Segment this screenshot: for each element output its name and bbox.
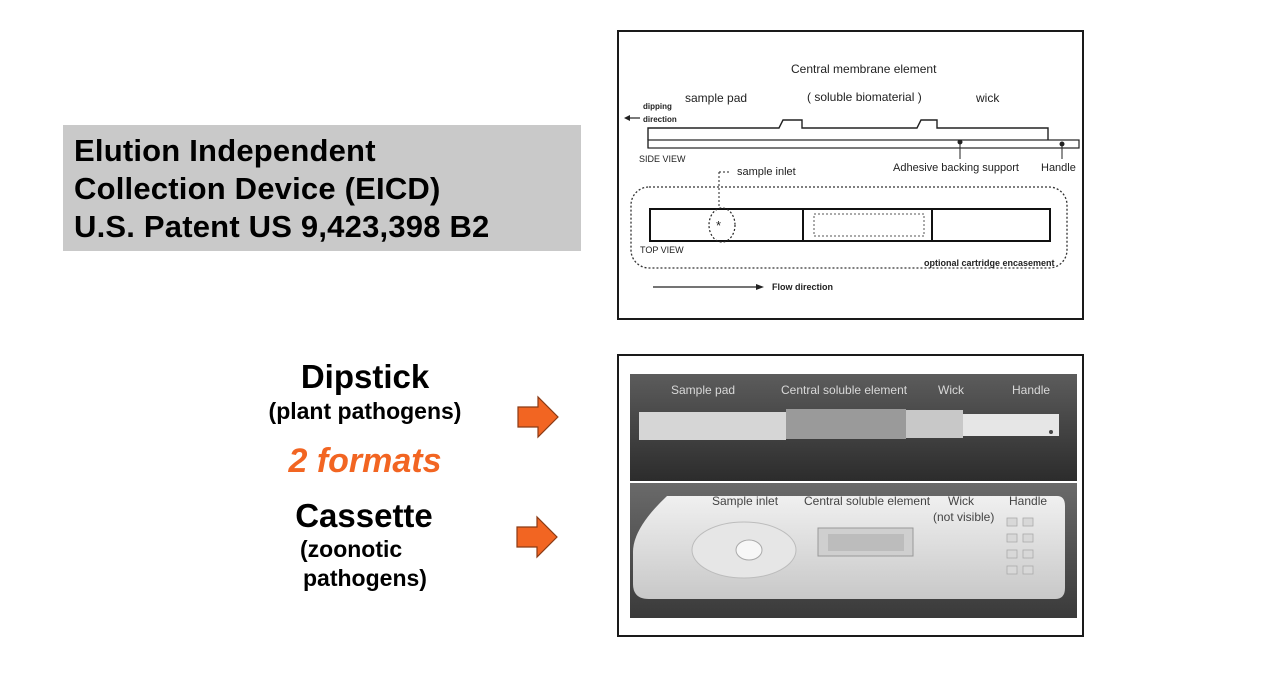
cassette-subtitle-2: pathogens)	[303, 565, 427, 591]
dipstick-title: Dipstick	[300, 358, 430, 395]
dip-sample-pad-label: Sample pad	[671, 383, 736, 397]
dipping-label-1: dipping	[643, 102, 672, 111]
cas-wick-label: Wick	[948, 494, 974, 508]
cartridge-label: optional cartridge encasement	[924, 258, 1055, 268]
cas-handle-label: Handle	[1009, 494, 1048, 508]
cas-central-label: Central soluble element	[804, 494, 931, 508]
sample-pad-label: sample pad	[685, 91, 747, 105]
dip-central-label: Central soluble element	[781, 383, 908, 397]
sample-inlet-label: sample inlet	[737, 166, 796, 178]
cassette-arrow-icon	[516, 515, 558, 559]
title-line-2: Collection Device (EICD)	[74, 171, 441, 206]
cassette-title: Cassette	[295, 497, 433, 534]
flow-direction-label: Flow direction	[772, 282, 833, 292]
central-membrane-label: Central membrane element	[791, 62, 937, 76]
adhesive-label: Adhesive backing support	[893, 162, 1019, 174]
title-line-1: Elution Independent	[74, 133, 376, 168]
svg-text:*: *	[716, 218, 721, 233]
title-line-3: U.S. Patent US 9,423,398 B2	[74, 209, 490, 244]
cas-inlet-label: Sample inlet	[712, 494, 779, 508]
dipstick-subtitle: (plant pathogens)	[268, 398, 462, 424]
dip-handle-label: Handle	[1012, 383, 1051, 397]
dipping-label-2: direction	[643, 115, 677, 124]
soluble-label: ( soluble biomaterial )	[807, 90, 922, 104]
wick-label: wick	[975, 91, 1000, 105]
top-view-label: TOP VIEW	[640, 245, 684, 255]
cassette-subtitle-1: (zoonotic	[300, 536, 403, 562]
cas-not-visible-label: (not visible)	[933, 510, 995, 524]
patent-diagram-panel: Central membrane element sample pad ( so…	[617, 30, 1084, 320]
dipstick-arrow-icon	[517, 395, 559, 439]
dip-wick-label: Wick	[938, 383, 964, 397]
handle-label: Handle	[1041, 162, 1076, 174]
title-box: Elution Independent Collection Device (E…	[63, 125, 581, 251]
device-photo-panel: Sample pad Central soluble element Wick …	[617, 354, 1084, 637]
side-view-label: SIDE VIEW	[639, 154, 686, 164]
formats-count: 2 formats	[288, 442, 442, 480]
